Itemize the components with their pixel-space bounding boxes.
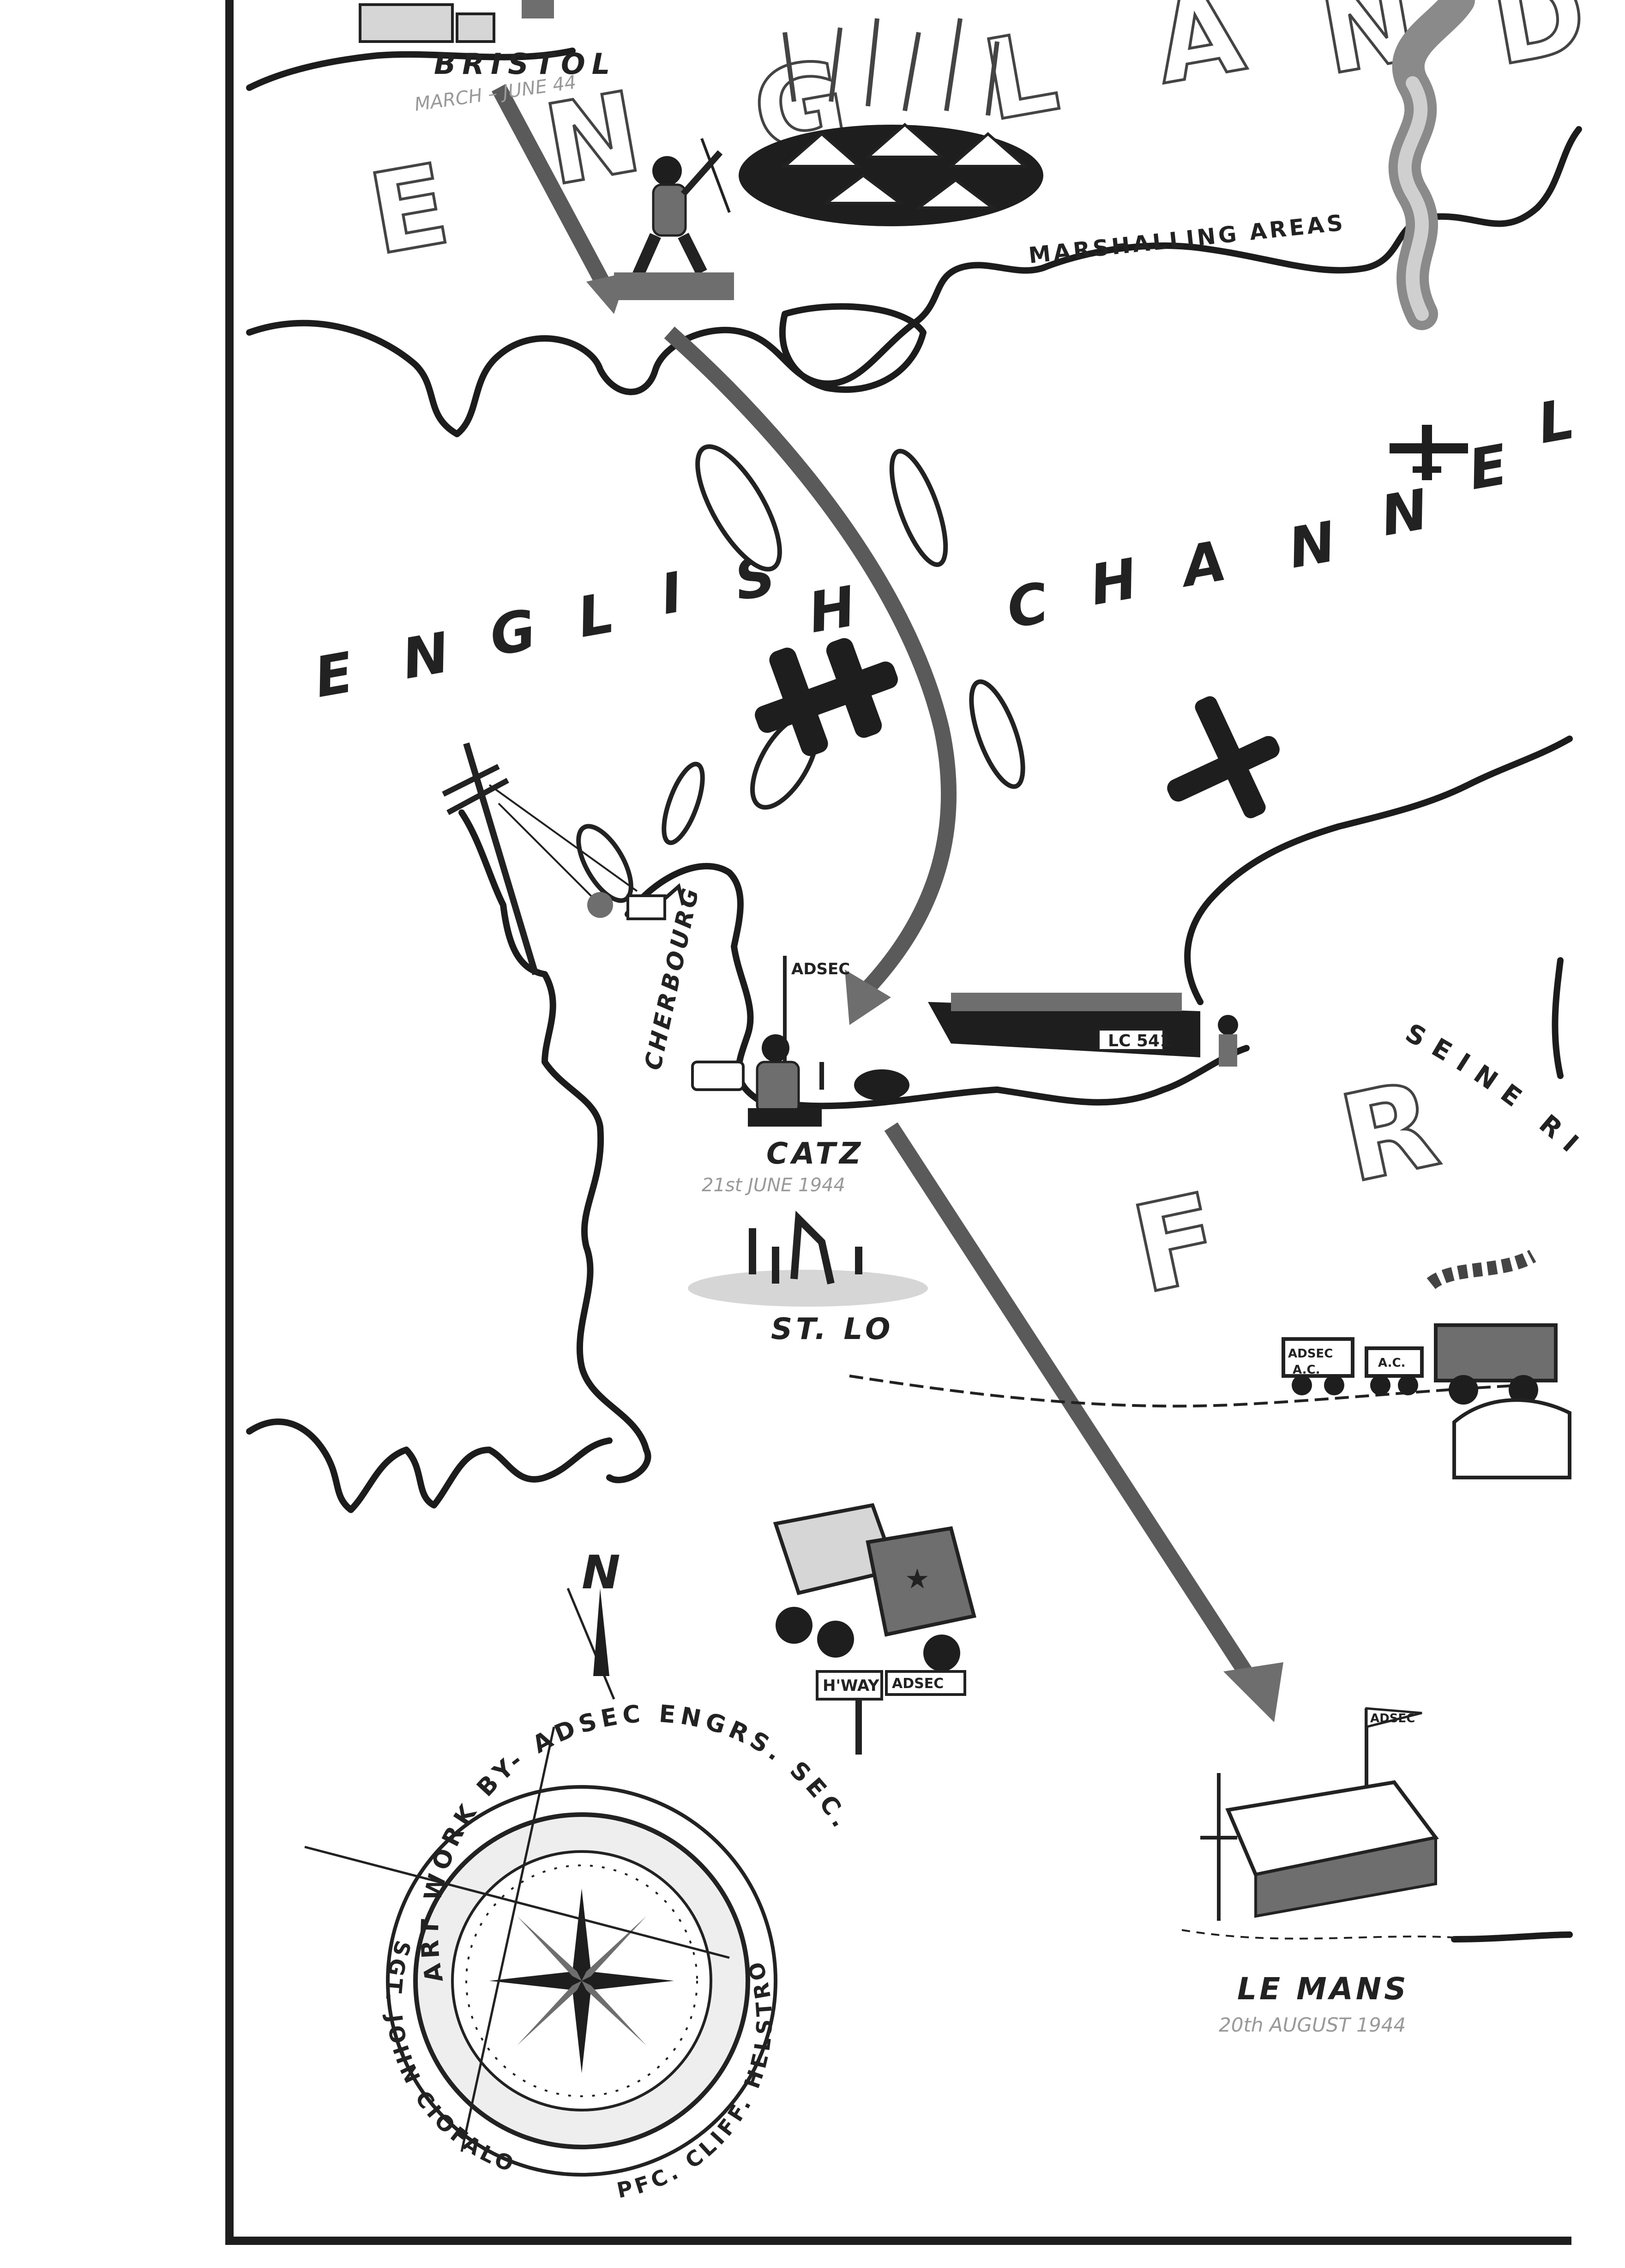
channel-letter: L	[1533, 387, 1579, 456]
region-english-channel: E N G L I S H C H A N N E L	[310, 387, 1579, 710]
france-letter: F	[1122, 1167, 1231, 1321]
map-frame	[225, 0, 1571, 2245]
england-letter: A	[1145, 0, 1252, 109]
region-france: F R	[1120, 1053, 1450, 1322]
loire-coast	[1451, 1931, 1573, 1942]
route-catz-to-lemans	[884, 1122, 1258, 1685]
barrage-balloon-icon	[576, 444, 1025, 903]
english-letter: I	[656, 561, 687, 627]
normandy-coast	[754, 1045, 1250, 1110]
telegraph-pole-icon	[442, 742, 685, 976]
catz-label: CATZ	[766, 1137, 864, 1171]
england-letter: L	[975, 6, 1066, 146]
england-east-coast	[1040, 126, 1582, 274]
ruins-icon	[688, 1211, 928, 1307]
place-catz: ADSEC CATZ 21st JUNE 1944	[691, 956, 909, 1196]
channel-letter: A	[1174, 529, 1231, 600]
brittany-coast	[246, 1418, 613, 1513]
english-letter: N	[397, 621, 454, 692]
rail-car-label: A.C.	[1293, 1363, 1320, 1377]
landing-craft-number: LC 541	[1108, 1031, 1171, 1050]
bristol-label: BRISTOL	[434, 47, 616, 81]
route-coast-to-catz	[664, 326, 957, 994]
truck-star-icon: ★	[905, 1563, 930, 1595]
coastlines	[246, 126, 1582, 1942]
train-icon: ADSEC A.C. A.C.	[1282, 1249, 1571, 1479]
tent-camp-icon	[739, 18, 1043, 226]
soldier-icon	[614, 138, 734, 300]
adsec-sign: ADSEC	[892, 1676, 944, 1692]
fighter-plane-icon	[1167, 696, 1280, 819]
channel-letter: C	[1002, 571, 1053, 641]
lemans-date: 20th AUGUST 1944	[1219, 2014, 1406, 2036]
bomber-plane-icon	[1390, 425, 1468, 480]
channel-letter: E	[1464, 433, 1512, 502]
fighter-plane-icon	[755, 638, 898, 756]
rail-car-label: A.C.	[1378, 1356, 1405, 1370]
hway-sign: H'WAY	[823, 1677, 879, 1695]
england-letter: E	[361, 139, 457, 280]
army-truck-icon: ★ H'WAY ADSEC	[773, 1503, 976, 1755]
stlo-label: ST. LO	[771, 1312, 894, 1346]
svg-text:ADSEC: ADSEC	[1370, 1712, 1415, 1725]
building-icon	[1181, 1773, 1478, 1940]
route-arrowhead-2	[845, 970, 891, 1025]
route-bristol-to-coast	[492, 84, 612, 290]
english-letter: G	[485, 598, 541, 669]
channel-letter: H	[1085, 547, 1142, 618]
channel-letter: N	[1284, 510, 1341, 581]
north-indicator: N	[582, 1545, 620, 1599]
le-havre-coast	[1184, 736, 1573, 1005]
english-letter: E	[310, 640, 358, 710]
place-lemans: ADSEC LE MANS 20th AUGUST 1944	[1181, 1707, 1478, 2036]
place-bristol: BRISTOL MARCH – JUNE 44	[246, 0, 616, 115]
soldier-icon	[748, 1034, 824, 1127]
england-south-coast	[246, 262, 1047, 437]
cherbourg-peninsula-top	[625, 863, 760, 1102]
english-letter: H	[804, 574, 861, 645]
adsec-flag-icon: ADSEC	[783, 956, 850, 1062]
channel-letter: N	[1376, 477, 1433, 549]
seine-river-line	[1552, 957, 1564, 1079]
landing-craft-icon: LC 541	[928, 993, 1238, 1067]
railway-line	[849, 1375, 1524, 1408]
isle-of-wight	[779, 303, 927, 393]
svg-text:ADSEC: ADSEC	[791, 960, 850, 978]
cotentin-coast	[458, 809, 651, 1484]
route-arrowhead-3	[1223, 1662, 1283, 1722]
england-letter: D	[1482, 0, 1595, 90]
marshalling-areas-label: MARSHALLING AREAS	[1027, 210, 1347, 269]
place-stlo: ST. LO	[688, 1211, 928, 1346]
bristol-buildings-icon	[246, 0, 576, 91]
catz-date: 21st JUNE 1944	[702, 1175, 845, 1196]
english-letter: L	[573, 581, 619, 650]
rail-car-label: ADSEC	[1288, 1347, 1333, 1361]
france-letter: R	[1330, 1055, 1449, 1210]
lemans-label: LE MANS	[1237, 1971, 1409, 2007]
smoke-plume-icon	[1388, 0, 1475, 330]
